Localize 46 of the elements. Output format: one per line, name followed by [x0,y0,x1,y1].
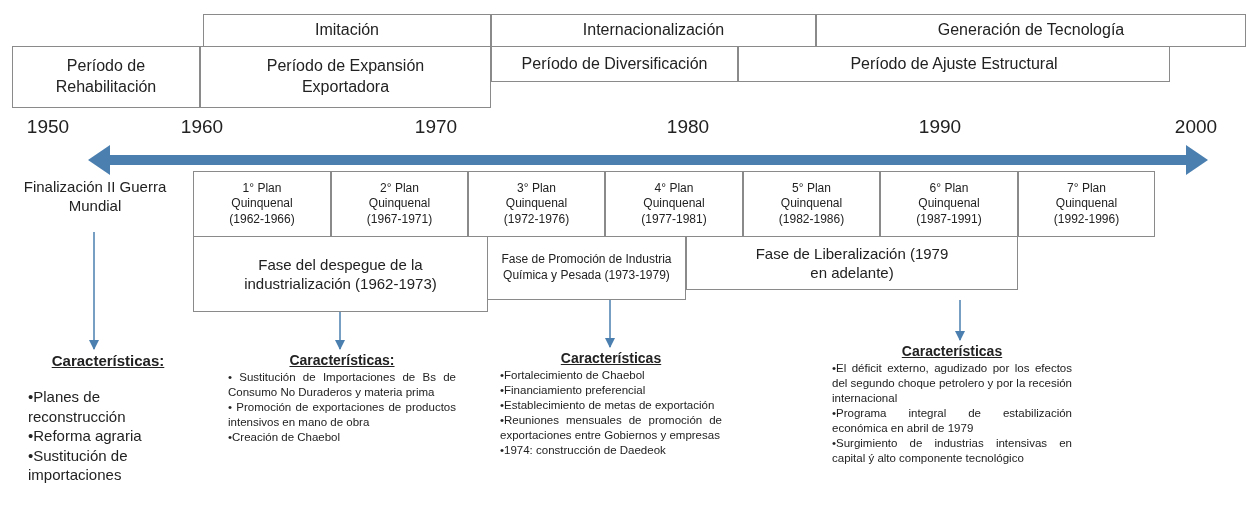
period-box: Período de Rehabilitación [12,46,200,108]
bullet-item: •Reforma agraria [28,426,143,446]
arrow [88,231,100,351]
section-heading: Características: [50,352,166,369]
arrow [604,299,616,349]
plan-box: 5° Plan Quinquenal (1982-1986) [743,171,880,237]
bullet-item: •Reuniones mensuales de promoción de exportaciones entre Gobiernos y empresas [500,412,722,443]
bullet-item: •Programa integral de estabilización económica en abril de 1979 [832,405,1072,436]
year-label: 1990 [917,116,963,138]
bullet-item: •El déficit externo, agudizado por los efectos del segundo choque petrolero y por la recesión internacional [832,361,1072,406]
plan-box: 6° Plan Quinquenal (1987-1991) [880,171,1018,237]
year-label: 1950 [25,116,71,138]
bullet-item: •1974: construcción de Daedeok [500,442,667,458]
section-heading: Características [559,350,663,366]
plan-box: 3° Plan Quinquenal (1972-1976) [468,171,605,237]
arrow [954,299,966,342]
bullet-item: •Planes de reconstrucción [28,387,127,426]
period-box: Imitación [203,14,491,47]
bullet-item: •Financiamiento preferencial [500,382,647,398]
period-box: Período de Ajuste Estructural [738,46,1170,82]
bullet-item: •Fortalecimiento de Chaebol [500,368,646,383]
bullet-item: • Promoción de exportaciones de productos intensivos en mano de obra [228,399,456,430]
phase-box: Fase de Liberalización (1979 en adelante) [686,236,1018,290]
period-box: Período de Diversificación [491,46,738,82]
arrow [334,311,346,351]
section-heading: Características: [288,352,396,368]
plan-box: 1° Plan Quinquenal (1962-1966) [193,171,331,237]
year-label: 1960 [179,116,225,138]
year-label: 2000 [1173,116,1219,138]
phase-box: Fase del despegue de la industrialización (1962-1973) [193,236,488,312]
year-label: 1970 [413,116,459,138]
section-heading: Características [900,343,1004,359]
bullet-item: •Establecimiento de metas de exportación [500,397,716,413]
bullet-item: •Sustitución de importaciones [28,445,129,485]
plan-box: 7° Plan Quinquenal (1992-1996) [1018,171,1155,237]
bullet-item: • Sustitución de Importaciones de Bs de Consumo No Duraderos y materia prima [228,370,456,400]
plan-box: 2° Plan Quinquenal (1967-1971) [331,171,468,237]
period-box: Internacionalización [491,14,816,47]
period-box: Generación de Tecnología [816,14,1246,47]
bullet-item: •Surgimiento de industrias intensivas en capital ý alto componente tecnológico [832,435,1072,466]
year-label: 1980 [665,116,711,138]
bullet-item: •Creación de Chaebol [228,429,342,445]
event-label: Finalización II Guerra Mundial [12,170,178,222]
plan-box: 4° Plan Quinquenal (1977-1981) [605,171,743,237]
period-box: Período de Expansión Exportadora [200,46,491,108]
phase-box: Fase de Promoción de Industria Química y Pesada (1973-1979) [487,236,686,300]
